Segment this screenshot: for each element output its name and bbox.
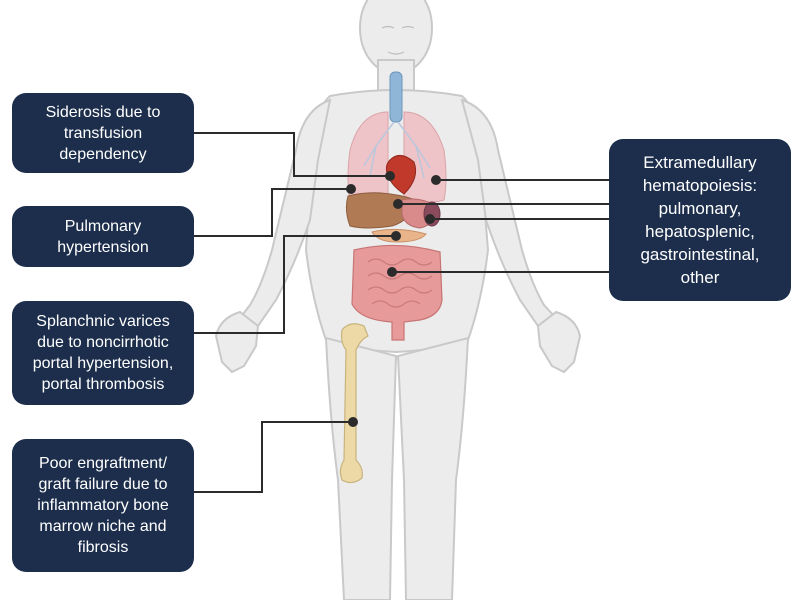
arm-left (238, 98, 332, 328)
label-splanchnic-varices: Splanchnic varices due to noncirrhotic p… (12, 301, 194, 405)
dot-femur (348, 417, 358, 427)
connector-pulmonary (194, 188, 351, 237)
label-siderosis: Siderosis due to transfusion dependency (12, 93, 194, 173)
hand-right (536, 310, 582, 374)
label-extramedullary-hematopoiesis: Extramedullary hematopoiesis: pulmonary,… (609, 139, 791, 301)
dot-lung-right (431, 175, 441, 185)
face (381, 25, 415, 55)
connector-siderosis (194, 132, 390, 177)
heart (385, 155, 417, 195)
label-pulmonary-hypertension: Pulmonary hypertension (12, 206, 194, 267)
leg-right (396, 336, 470, 600)
label-poor-engraftment: Poor engraftment/ graft failure due to i… (12, 439, 194, 572)
dot-liver (393, 199, 403, 209)
dot-lung-left (346, 184, 356, 194)
connector-varices (194, 235, 396, 334)
hand-left (214, 310, 260, 374)
large-intestine (351, 244, 443, 341)
dot-heart (385, 171, 395, 181)
arm-right (460, 98, 558, 328)
femur (339, 323, 369, 484)
dot-spleen (425, 214, 435, 224)
bronchi (363, 121, 431, 179)
trachea (389, 71, 403, 123)
dot-gi (387, 267, 397, 277)
dot-portal (391, 231, 401, 241)
small-intestine (367, 258, 433, 308)
body-silhouette (214, 0, 582, 600)
connectors (194, 132, 609, 493)
connector-engraftment (194, 421, 353, 493)
connector-dots (346, 171, 441, 427)
